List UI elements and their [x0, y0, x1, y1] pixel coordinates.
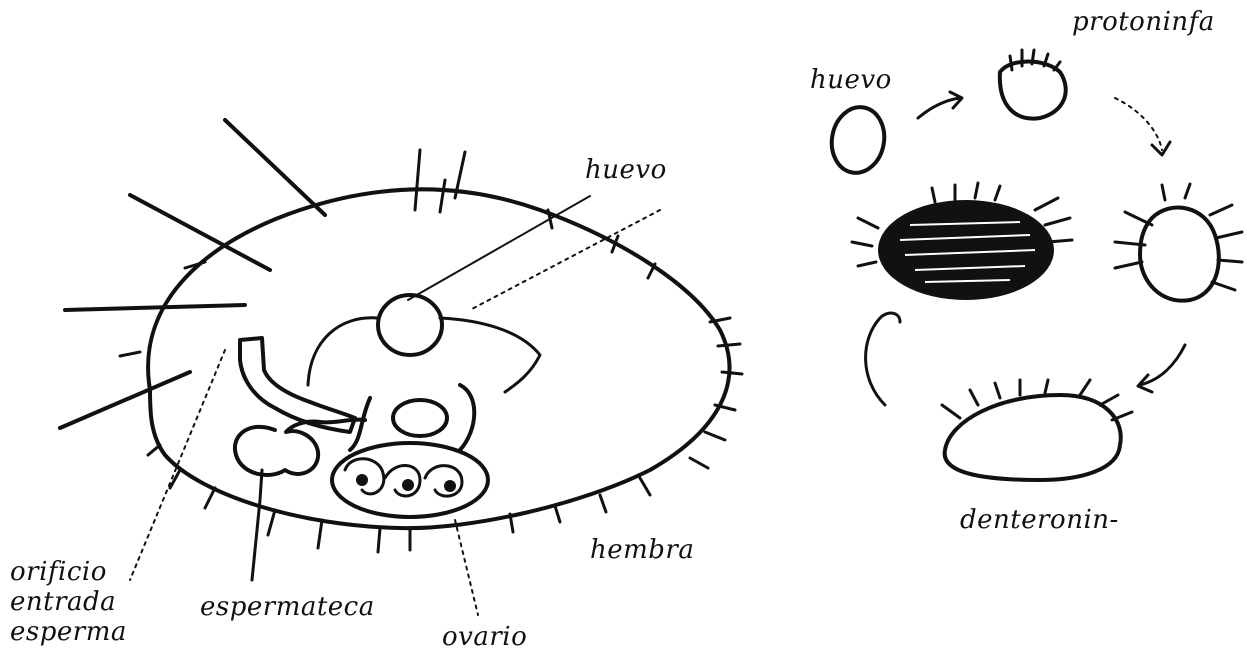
pointer-huevo-dotted: [470, 210, 660, 310]
spermatheca-duct: [252, 470, 262, 580]
right-nymph-legs: [1115, 184, 1242, 290]
female-seta: [640, 478, 650, 495]
life-cycle-drawing: [827, 50, 1242, 480]
ovary-stalk: [350, 385, 474, 450]
female-seta: [65, 305, 245, 310]
female-seta: [690, 458, 708, 468]
label-orificio-line1: orificio: [10, 557, 107, 587]
female-seta: [555, 506, 560, 522]
oviduct-curve: [440, 318, 540, 392]
ovary-inner-egg: [393, 400, 447, 436]
cycle-egg: [827, 103, 890, 177]
female-body-outline: [148, 189, 729, 528]
female-seta: [600, 495, 606, 512]
female-seta: [440, 180, 445, 212]
female-seta: [60, 372, 190, 428]
label-huevo-female: huevo: [585, 155, 667, 185]
label-espermateca: espermateca: [200, 592, 375, 622]
right-nymph-body: [1140, 208, 1219, 301]
deutonymph-setae: [942, 380, 1132, 420]
female-seta: [225, 120, 325, 215]
female-seta: [120, 352, 140, 356]
ovary-dot: [356, 474, 368, 486]
pointer-huevo: [408, 196, 590, 300]
female-egg: [378, 295, 442, 355]
deutonymph-body: [945, 395, 1121, 480]
label-denteronin: denteronin-: [960, 505, 1119, 535]
female-seta: [722, 372, 742, 374]
female-seta: [205, 488, 215, 508]
female-seta: [378, 528, 380, 552]
pointer-ovario: [455, 520, 478, 615]
label-hembra: hembra: [590, 535, 694, 565]
female-seta: [705, 432, 725, 440]
label-ovario: ovario: [442, 622, 527, 651]
ovary-dot: [444, 480, 456, 492]
spermatheca-tube: [240, 338, 355, 432]
female-seta: [718, 344, 740, 346]
label-protoninfa: protoninfa: [1072, 7, 1215, 37]
protonymph-body: [1000, 62, 1066, 119]
female-seta: [148, 445, 160, 455]
arrow-deutonymph-to-adult: [866, 313, 900, 405]
arrow-protonymph-to-nymph: [1115, 98, 1162, 150]
label-orificio-line2: entrada: [10, 587, 116, 617]
female-seta: [415, 150, 420, 210]
oviduct-curve: [308, 318, 378, 385]
label-orificio-line3: esperma: [10, 617, 127, 647]
female-seta: [318, 520, 322, 548]
ovary-dot: [402, 479, 414, 491]
female-seta: [268, 510, 275, 535]
arrow-nymph-to-deutonymph: [1140, 345, 1185, 385]
label-huevo-cycle: huevo: [810, 65, 892, 95]
